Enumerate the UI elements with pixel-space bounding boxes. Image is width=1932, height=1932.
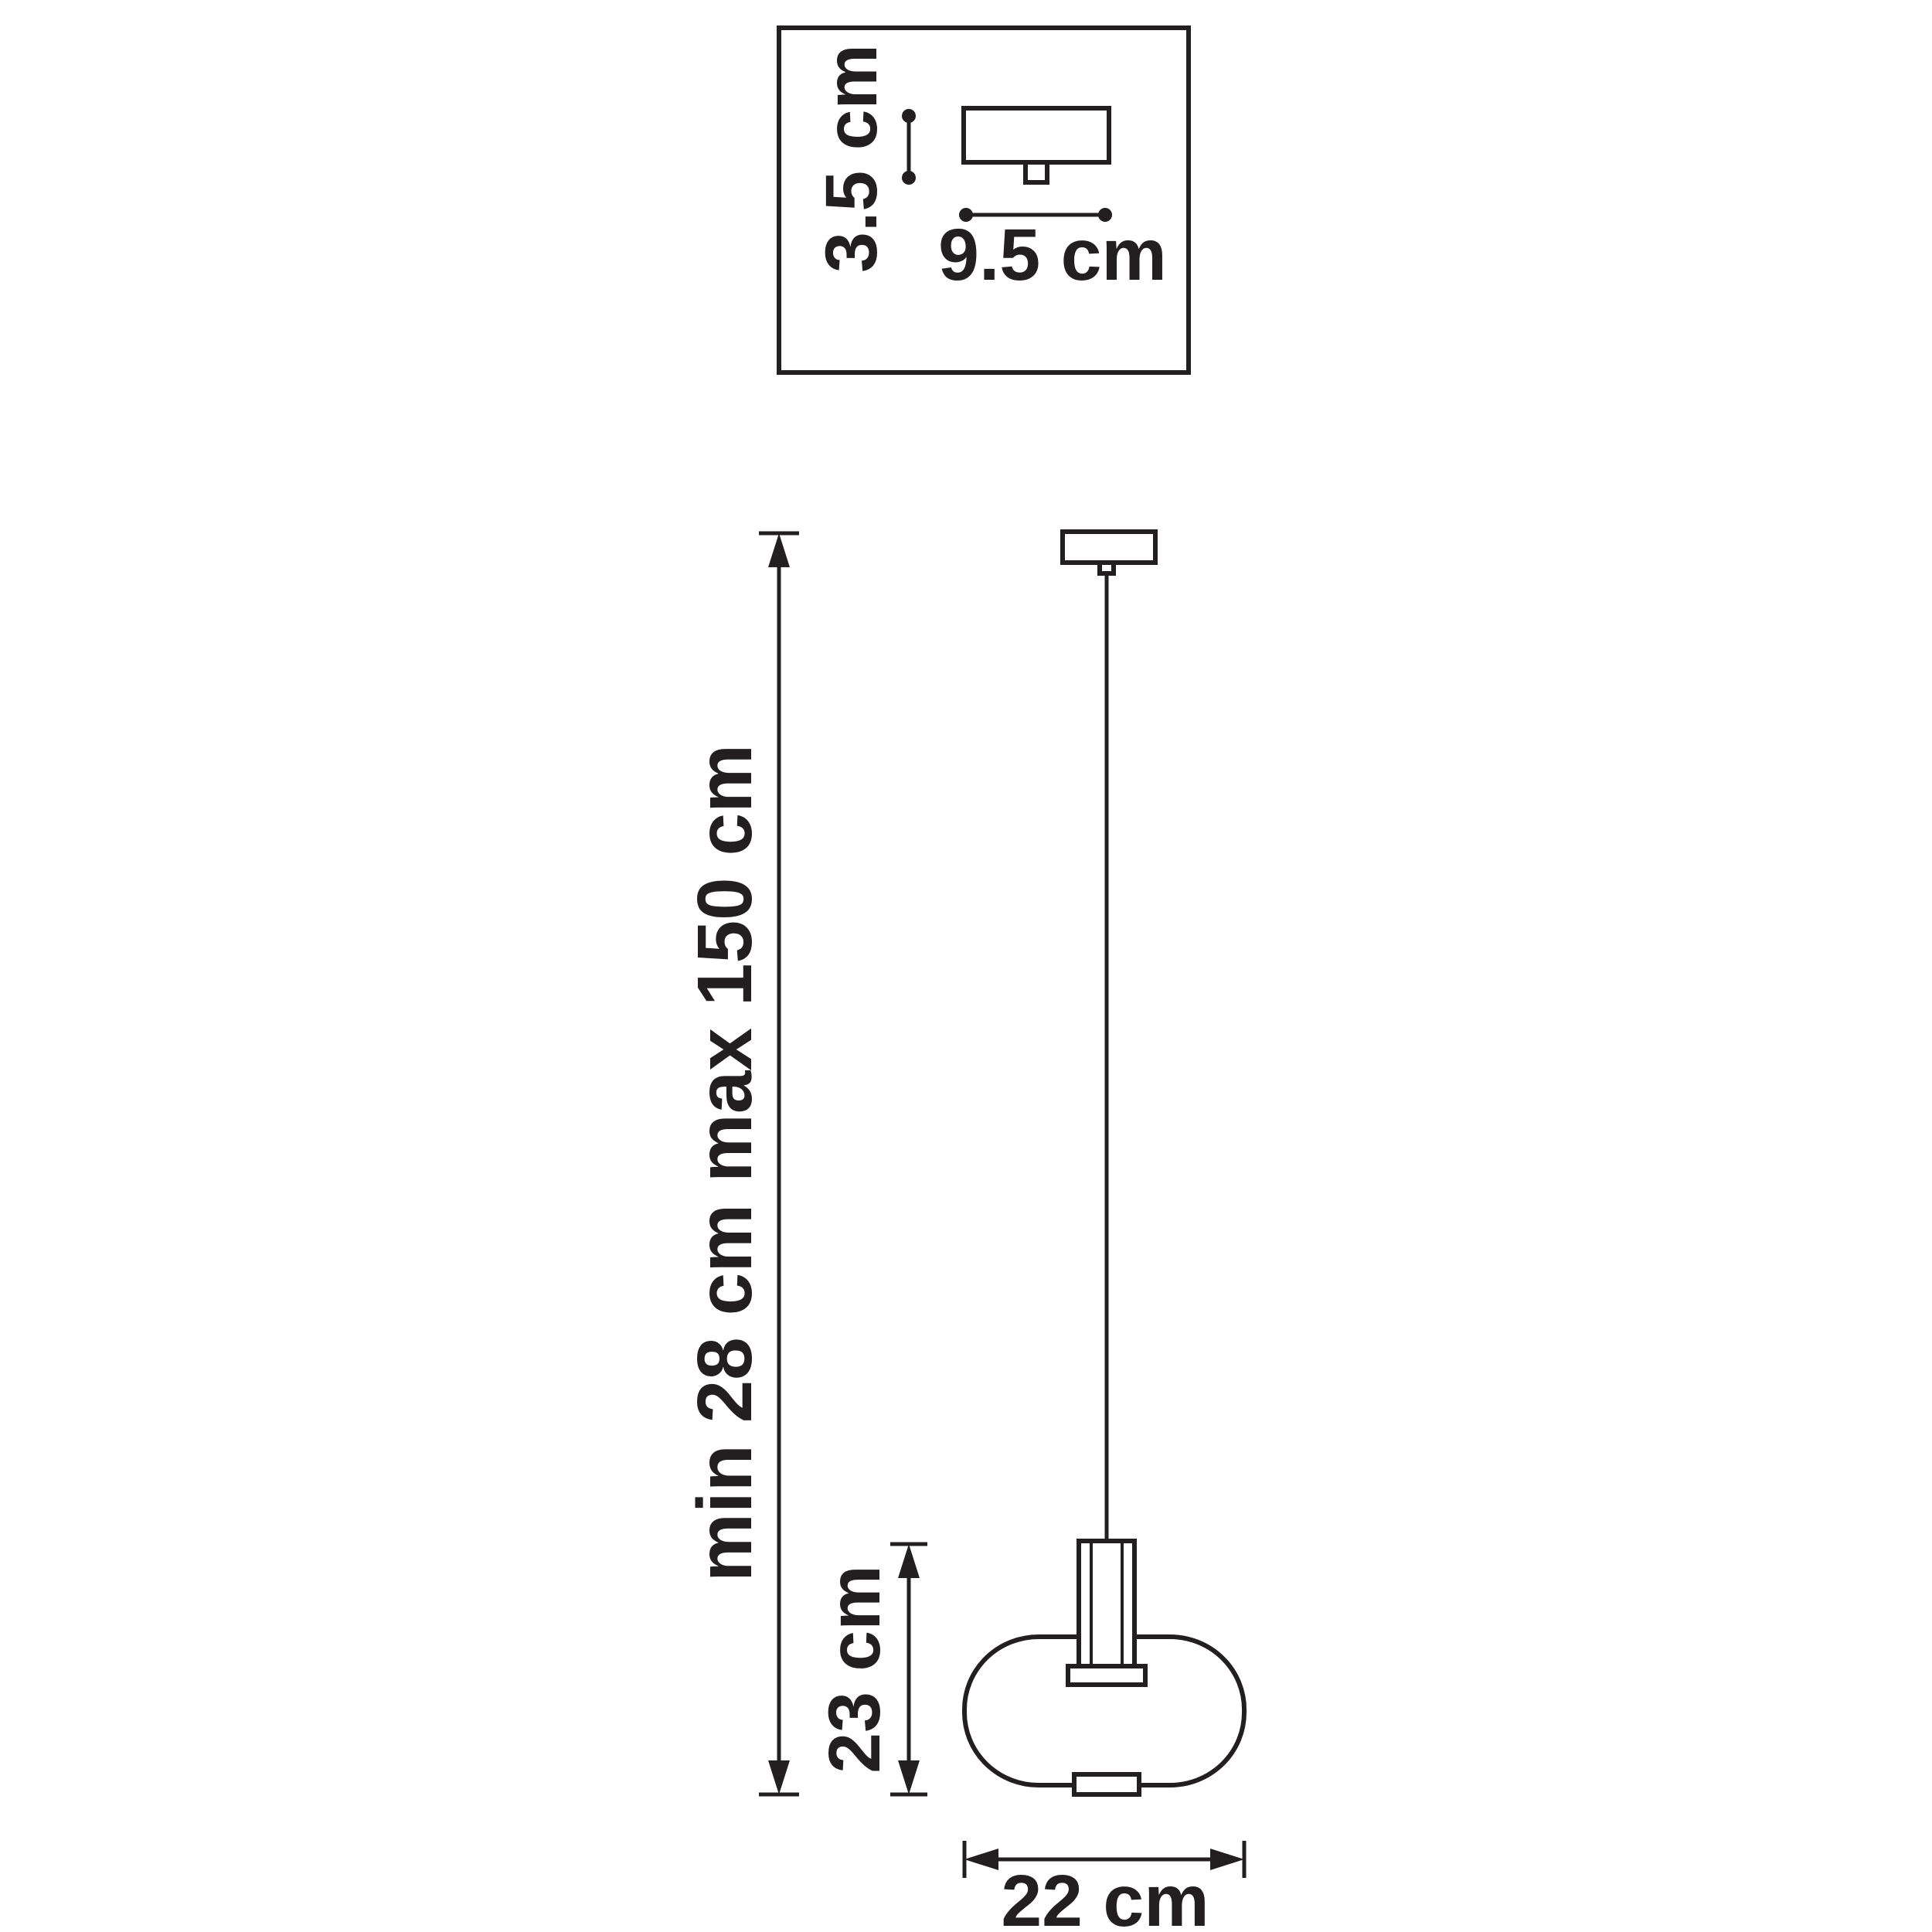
canopy-plate bbox=[961, 106, 1111, 165]
shade-height-dimension: 23 cm bbox=[814, 1542, 927, 1797]
arrow-left-icon bbox=[964, 1849, 998, 1870]
shade-bottom-opening bbox=[1072, 1772, 1141, 1797]
socket-tube bbox=[1077, 1539, 1137, 1668]
arrow-up-icon bbox=[768, 533, 790, 567]
shade-height-label: 23 cm bbox=[814, 1565, 896, 1773]
dim-dot-left bbox=[959, 208, 973, 222]
arrow-up-icon bbox=[898, 1544, 920, 1578]
detail-inset: 3.5 cm 9.5 cm bbox=[777, 26, 1191, 375]
canopy-drawing bbox=[961, 106, 1111, 185]
ceiling-plate-stem bbox=[1097, 560, 1116, 576]
inset-height-dimension: 3.5 cm bbox=[811, 44, 916, 273]
shade-width-dimension: 22 cm bbox=[962, 1841, 1247, 1932]
suspension-height-label: min 28 cm max 150 cm bbox=[682, 744, 768, 1582]
arrow-down-icon bbox=[898, 1760, 920, 1794]
dim-dot-bottom bbox=[902, 171, 916, 185]
arrow-down-icon bbox=[768, 1760, 790, 1794]
socket-flange bbox=[1066, 1664, 1148, 1687]
canopy-stem bbox=[1023, 160, 1049, 185]
inset-height-label: 3.5 cm bbox=[811, 44, 893, 273]
dim-dot-right bbox=[1098, 208, 1112, 222]
ceiling-plate bbox=[1060, 529, 1158, 565]
suspension-height-dimension: min 28 cm max 150 cm bbox=[682, 531, 799, 1797]
inset-width-label: 9.5 cm bbox=[938, 214, 1167, 296]
inset-border-box bbox=[777, 26, 1191, 375]
arrow-right-icon bbox=[1210, 1849, 1244, 1870]
shade-width-label: 22 cm bbox=[1001, 1860, 1209, 1932]
inset-width-dimension: 9.5 cm bbox=[938, 208, 1167, 296]
pendant-drawing bbox=[962, 529, 1247, 1797]
dim-dot-top bbox=[902, 109, 916, 123]
